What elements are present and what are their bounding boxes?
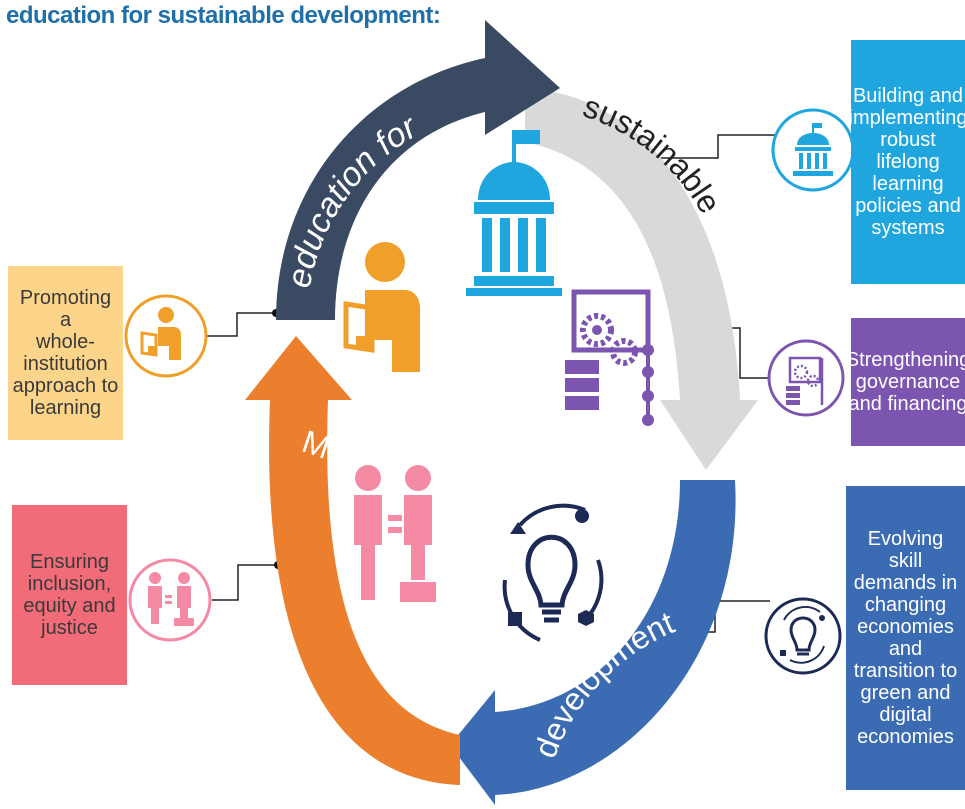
gears-panel-icon	[565, 289, 654, 426]
building-circle-icon	[771, 108, 855, 192]
box-text: Ensuring inclusion, equity and justice	[23, 551, 116, 639]
gears-circle-icon	[767, 339, 845, 417]
equality-circle-icon	[128, 558, 212, 642]
connector-inclusion	[212, 564, 278, 601]
connector-policies	[652, 134, 780, 159]
box-governance-financing: Strengthening governance and financing	[846, 318, 965, 446]
reader-icon	[343, 242, 420, 372]
building-icon	[466, 130, 562, 296]
connector-whole-institution	[206, 312, 276, 337]
arrow-mainstreaming	[245, 336, 460, 785]
box-lifelong-learning-policies: Building and implementing robust lifelon…	[848, 40, 965, 284]
diagram-heading: education for sustainable development:	[6, 2, 441, 29]
arrow-development	[450, 480, 736, 805]
lightbulb-circle-icon	[764, 597, 842, 675]
box-inclusion-equity: Ensuring inclusion, equity and justice	[12, 505, 127, 685]
box-text: Strengthening governance and financing	[845, 349, 965, 415]
equality-people-icon	[354, 465, 436, 602]
arrow-sustainable	[525, 88, 758, 470]
lightbulb-cycle-icon	[502, 503, 604, 642]
box-text: Building and implementing robust lifelon…	[848, 85, 965, 239]
box-whole-institution: Promoting a whole- institution approach …	[8, 266, 123, 440]
reader-circle-icon	[124, 294, 208, 378]
box-text: Evolving skill demands in changing econo…	[853, 528, 958, 748]
box-skill-demands: Evolving skill demands in changing econo…	[846, 486, 965, 790]
arrow-education-for	[276, 20, 560, 320]
box-text: Promoting a whole- institution approach …	[12, 287, 119, 419]
